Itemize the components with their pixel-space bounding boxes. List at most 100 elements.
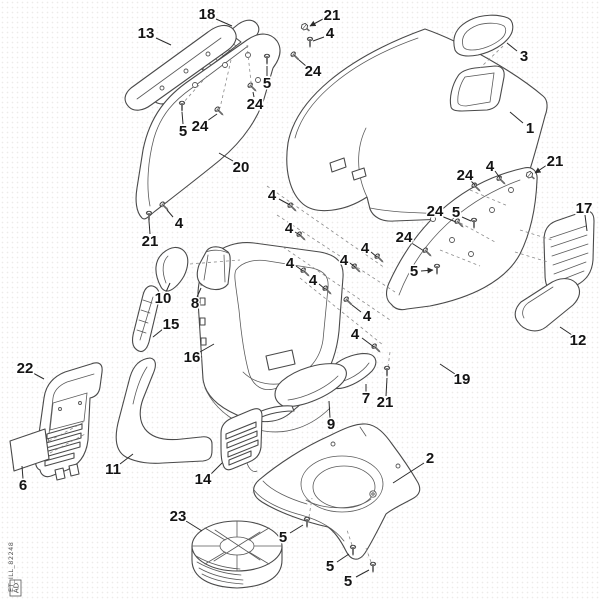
part-6-label-plate — [9, 428, 50, 472]
part-callout-label: 22 — [17, 360, 34, 377]
part-callout-label: 7 — [362, 390, 370, 407]
part-callout-label: 4 — [326, 25, 335, 42]
part-callout-label: 21 — [324, 7, 341, 24]
part-callout-label: 1 — [526, 120, 534, 137]
part-callout-label: 5 — [326, 558, 334, 575]
screw-icon — [373, 252, 386, 265]
callout-leader-line — [252, 91, 255, 98]
part-callout-label: 21 — [377, 394, 394, 411]
screw-icon — [383, 365, 391, 378]
part-callout-label: 2 — [426, 450, 434, 467]
part-callout-label: 6 — [19, 477, 27, 494]
part-callout-label: 10 — [155, 290, 172, 307]
part-11-front-bumper — [115, 357, 213, 464]
callout-leader-line — [328, 400, 331, 419]
part-3-vent-ring — [453, 14, 514, 57]
callout-leader-line — [218, 152, 234, 162]
callout-leader-line — [210, 462, 223, 475]
assembly-dash-line — [365, 547, 372, 563]
part-callout-label: 17 — [576, 200, 593, 217]
part-callout-label: 4 — [340, 252, 349, 269]
watermark-code: ET_ILL_82248 — [7, 542, 15, 592]
screw-icon — [306, 36, 314, 49]
callout-leader-line — [336, 553, 350, 563]
part-callout-label: 5 — [179, 123, 187, 140]
part-callout-label: 18 — [199, 6, 216, 23]
callout-leader-line — [152, 328, 164, 338]
callout-leader-line — [295, 265, 304, 272]
part-callout-label: 16 — [184, 349, 201, 366]
callout-leader-line — [278, 198, 291, 206]
part-callout-label: 21 — [142, 233, 159, 250]
callout-leader-line — [155, 37, 172, 46]
callout-leader-line — [469, 179, 476, 186]
part-callout-label: 4 — [175, 215, 184, 232]
watermark-badge: AD — [9, 579, 22, 597]
screw-icon — [286, 201, 299, 214]
callout-leader-line — [298, 59, 307, 67]
part-callout-label: 4 — [351, 326, 360, 343]
assembly-dash-line — [387, 351, 391, 368]
callout-leader-line — [351, 304, 362, 313]
callout-leader-line — [494, 170, 501, 179]
callout-leader-line — [32, 372, 45, 380]
callout-leader-line — [420, 267, 434, 274]
part-callout-label: 11 — [105, 461, 121, 478]
part-15-side-trim-strip — [131, 285, 160, 352]
callout-leader-line — [312, 36, 325, 42]
part-callout-label: 21 — [547, 153, 564, 170]
callout-leader-line — [318, 283, 326, 290]
part-callout-label: 12 — [570, 332, 587, 349]
part-callout-label: 5 — [263, 75, 271, 92]
callout-leader-line — [349, 262, 356, 268]
callout-leader-line — [361, 337, 375, 348]
part-2-fan-housing — [253, 423, 421, 560]
part-callout-label: 4 — [361, 240, 370, 257]
callout-leader-line — [166, 209, 174, 218]
part-callout-label: 24 — [192, 118, 209, 135]
part-callout-label: 4 — [285, 220, 294, 237]
part-callout-label: 24 — [427, 203, 444, 220]
callout-leader-line — [506, 42, 518, 52]
callout-leader-line — [148, 220, 151, 235]
watermark-badge-text: AD — [13, 583, 21, 593]
assembly-dash-line — [189, 259, 241, 265]
callout-leader-line — [385, 377, 388, 397]
part-callout-label: 13 — [138, 25, 155, 42]
part-callout-label: 4 — [286, 255, 295, 272]
callout-leader-line — [185, 520, 203, 532]
callout-leader-line — [440, 215, 457, 223]
callout-leader-line — [21, 465, 24, 480]
screw-icon — [295, 230, 308, 243]
part-callout-label: 5 — [344, 573, 352, 590]
part-callout-label: 24 — [457, 167, 474, 184]
part-callout-label: 4 — [486, 158, 495, 175]
callout-leader-line — [119, 453, 134, 465]
part-20-side-panel-left — [135, 33, 281, 220]
part-callout-label: 4 — [268, 187, 277, 204]
part-callout-label: 5 — [410, 263, 418, 280]
callout-leader-line — [294, 231, 301, 236]
part-23-fan-wheel — [191, 520, 283, 589]
callout-leader-line — [309, 18, 324, 27]
part-callout-label: 15 — [163, 316, 180, 333]
assembly-dash-line — [182, 75, 208, 104]
part-callout-label: 5 — [279, 529, 287, 546]
part-1-hood — [286, 28, 548, 222]
part-callout-label: 4 — [309, 272, 318, 289]
callout-leader-line — [461, 216, 472, 222]
callout-leader-line — [206, 113, 218, 122]
part-22-grille — [34, 362, 103, 481]
callout-leader-line — [370, 251, 378, 258]
part-callout-label: 9 — [327, 416, 335, 433]
screw-icon — [369, 561, 377, 574]
part-callout-label: 24 — [305, 63, 322, 80]
screw-icon — [158, 200, 171, 213]
callout-leader-line — [584, 214, 588, 232]
assembly-dash-line — [48, 420, 87, 442]
callout-leader-line — [559, 326, 573, 336]
bolt-icon — [299, 21, 312, 34]
